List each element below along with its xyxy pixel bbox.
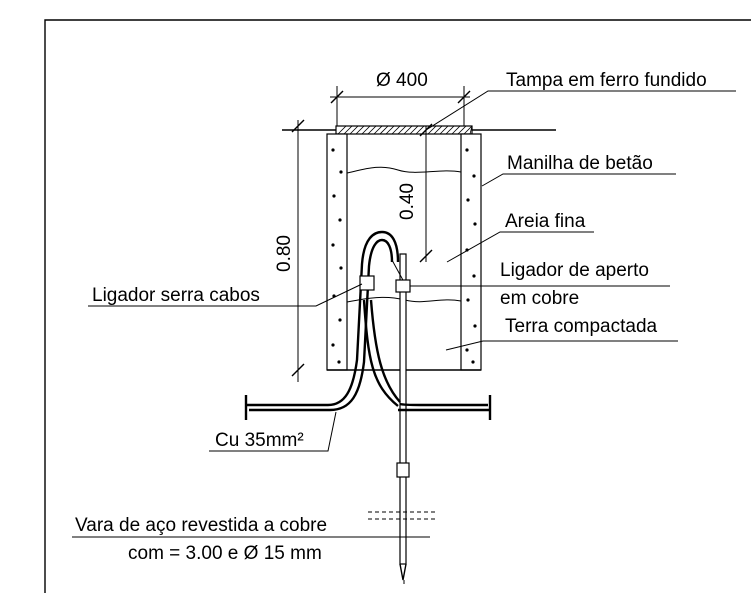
concrete-aggregate-dot [472, 274, 476, 278]
cover-hatch-line [349, 125, 359, 135]
concrete-aggregate-dot [339, 170, 343, 174]
cover-hatch-line [391, 125, 401, 135]
concrete-aggregate-dot [465, 148, 469, 152]
cable-label: Cu 35mm² [215, 430, 304, 451]
concrete-aggregate-dot [331, 148, 335, 152]
soil-leader [445, 340, 678, 351]
concrete-aggregate-dot [465, 348, 469, 352]
depth-080-label: 0.80 [274, 235, 295, 272]
cover-hatch-line [469, 125, 473, 135]
pipe-leader [481, 173, 676, 187]
cable-leader [209, 411, 337, 452]
concrete-aggregate-dot [473, 324, 477, 328]
concrete-aggregate-dot [332, 194, 336, 198]
earth-cable [244, 230, 492, 420]
concrete-aggregate-dot [471, 360, 475, 364]
cover-hatch-line [463, 125, 473, 135]
cover-hatch-line [385, 125, 395, 135]
cover-hatch-line [343, 125, 353, 135]
cover-hatch-line [373, 125, 383, 135]
break-line-upper [346, 166, 462, 174]
cover-hatch-line [337, 125, 347, 135]
concrete-aggregate-dot [473, 222, 477, 226]
sand-leader [446, 231, 594, 263]
pipe-label: Manilha de betão [507, 153, 653, 174]
concrete-aggregate-dot [338, 318, 342, 322]
clamp-connector-leader [88, 283, 363, 307]
concrete-aggregate-dot [466, 198, 470, 202]
cover-hatch-line [397, 125, 407, 135]
diameter-label: Ø 400 [376, 70, 428, 91]
rod-label-1: Vara de aço revestida a cobre [75, 515, 327, 536]
cover-label: Tampa em ferro fundido [506, 70, 707, 91]
cover-hatch-line [403, 125, 413, 135]
cover-leader [425, 90, 736, 131]
cover-hatch-line [379, 125, 389, 135]
soil-label: Terra compactada [505, 316, 658, 337]
concrete-aggregate-dot [331, 343, 335, 347]
concrete-aggregate-dot [331, 243, 335, 247]
cover-hatch-line [355, 125, 365, 135]
rod-label-2: com = 3.00 e Ø 15 mm [128, 543, 322, 564]
clamp-connector [359, 275, 375, 291]
earth-rod [396, 253, 410, 584]
cover-hatch-line [415, 125, 425, 135]
concrete-pipe [326, 133, 482, 371]
tight-connector-label-1: Ligador de aperto [500, 260, 649, 281]
depth-040-dimension [419, 123, 433, 263]
cover-hatch-line [409, 125, 419, 135]
cover-hatch-line [367, 125, 377, 135]
cover-hatch-line [457, 125, 467, 135]
tight-connector [395, 279, 411, 293]
clamp-connector-label: Ligador serra cabos [92, 285, 260, 306]
concrete-aggregate-dot [466, 298, 470, 302]
depth-040-label: 0.40 [397, 183, 418, 220]
cover-hatch-line [451, 125, 461, 135]
concrete-aggregate-dot [337, 360, 341, 364]
tight-connector-label-2: em cobre [500, 288, 579, 309]
cover-hatch-line [445, 125, 455, 135]
cover-hatch-line [427, 125, 437, 135]
drawing-frame [44, 19, 751, 593]
depth-080-dimension [291, 119, 305, 382]
cover-hatch-line [361, 125, 371, 135]
sand-label: Areia fina [505, 211, 586, 232]
cover-hatch-line [433, 125, 443, 135]
concrete-aggregate-dot [338, 218, 342, 222]
cast-iron-cover [335, 125, 473, 135]
diameter-dimension [330, 86, 471, 126]
cover-hatch-line [439, 125, 449, 135]
concrete-aggregate-dot [472, 174, 476, 178]
concrete-aggregate-dot [339, 266, 343, 270]
